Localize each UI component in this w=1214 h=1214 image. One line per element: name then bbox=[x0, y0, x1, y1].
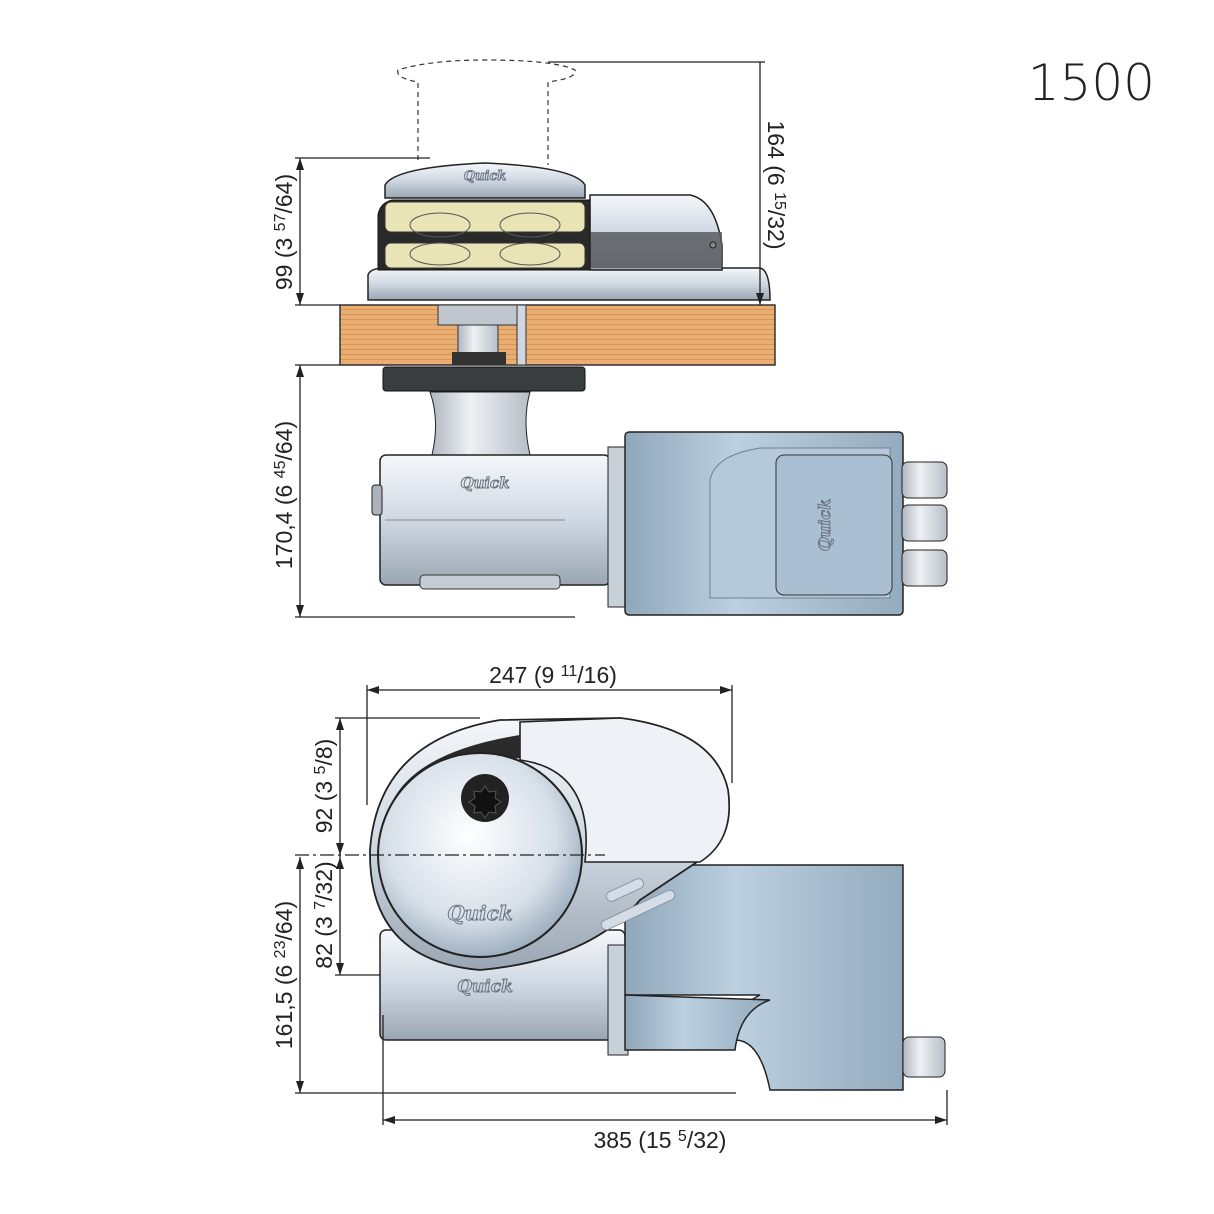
cable-gland bbox=[902, 1036, 946, 1078]
svg-text:Quick: Quick bbox=[447, 901, 513, 925]
top-view: Quick Quick 247 (9 11/ bbox=[271, 662, 948, 1153]
dim-above-deck: 99 (3 57/64) bbox=[271, 174, 297, 290]
dim-width-top: 247 (9 11/16) bbox=[489, 662, 617, 688]
deck-board bbox=[339, 304, 776, 366]
dim-total-height: 164 (6 15/32) bbox=[763, 120, 789, 249]
windlass-cap bbox=[384, 162, 586, 199]
removed-cap-outline bbox=[397, 59, 576, 165]
motor-cover bbox=[775, 454, 893, 596]
gypsy-upper bbox=[384, 201, 586, 233]
cable-glands bbox=[901, 461, 948, 587]
model-number: 1500 bbox=[1028, 54, 1155, 112]
dim-depth: 161,5 (6 23/64) bbox=[271, 901, 297, 1049]
dim-total-length: 385 (15 5/32) bbox=[594, 1127, 727, 1153]
dim-rear: 82 (3 7/32) bbox=[311, 861, 337, 968]
dim-below-deck: 170,4 (6 45/64) bbox=[271, 421, 297, 569]
side-view: Quick Quick Quick 164 (6 15/32) bbox=[271, 59, 948, 618]
gearbox-neck bbox=[429, 391, 531, 456]
base-plate bbox=[367, 267, 771, 301]
quick-logo: Quick bbox=[464, 169, 507, 184]
svg-text:Quick: Quick bbox=[815, 499, 834, 551]
dim-front: 92 (3 5/8) bbox=[311, 739, 337, 834]
svg-text:Quick: Quick bbox=[457, 977, 513, 997]
gypsy-lower bbox=[384, 242, 586, 269]
svg-text:Quick: Quick bbox=[460, 474, 509, 492]
mounting-flange bbox=[382, 366, 586, 392]
